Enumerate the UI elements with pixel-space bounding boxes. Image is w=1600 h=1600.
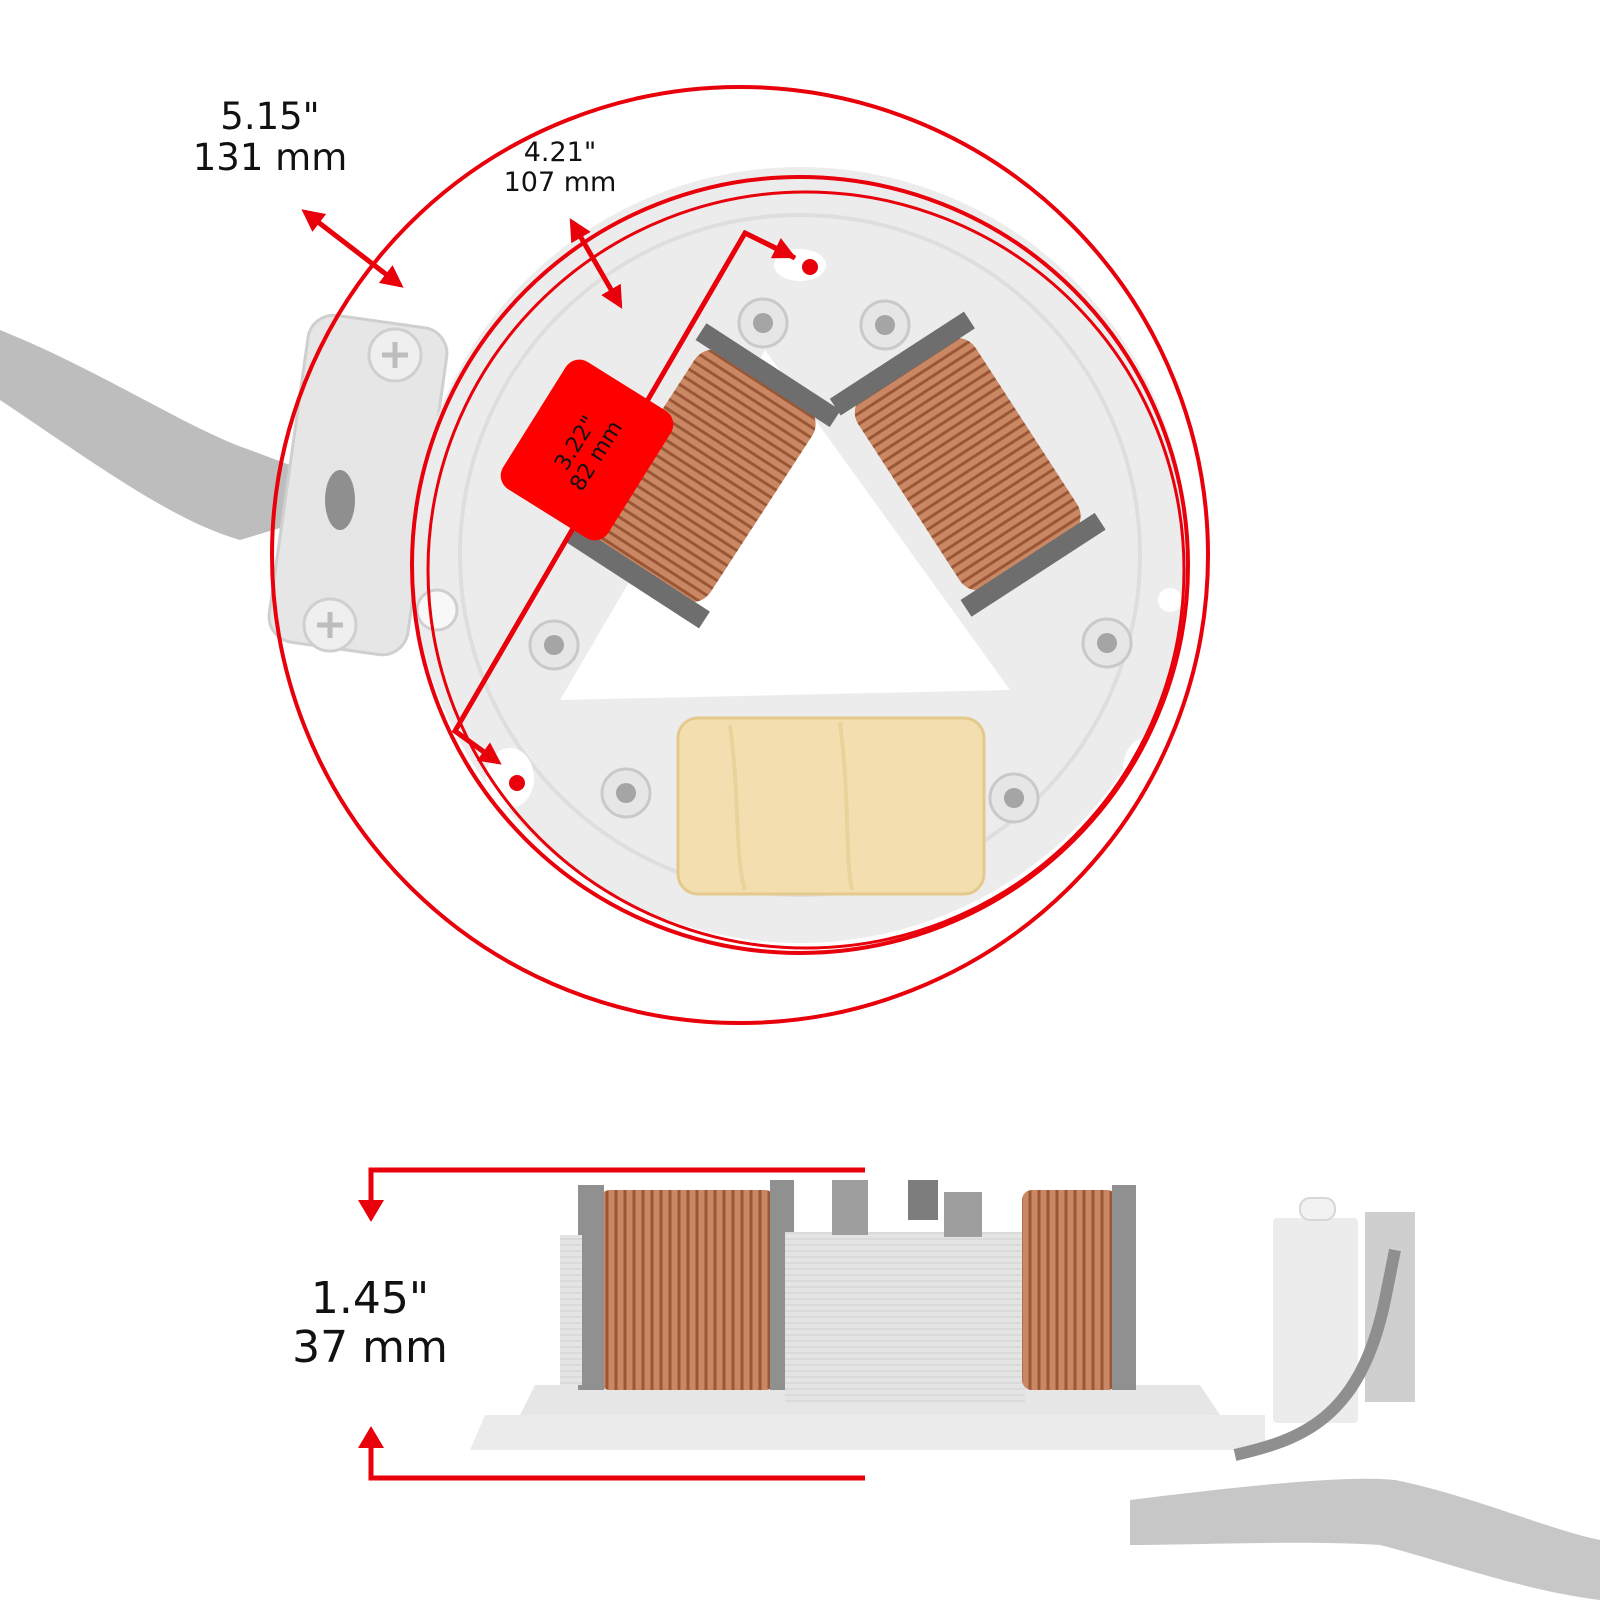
hole-marker-top	[802, 259, 818, 275]
mounting-ring-inches: 4.21"	[523, 137, 597, 168]
mounting-ring-label: 4.21" 107 mm	[490, 137, 630, 199]
dimension-annotations-top	[270, 85, 1210, 1025]
round-hole-right	[1158, 588, 1182, 612]
outer-diameter-inches: 5.15"	[220, 95, 320, 138]
height-label: 1.45" 37 mm	[270, 1274, 470, 1373]
side-cable-bracket	[1273, 1218, 1358, 1423]
outer-diameter-arrow	[301, 209, 404, 288]
wire-harness-cable	[0, 330, 290, 540]
mounting-ring-circle	[410, 175, 1190, 955]
coil-upper-right	[829, 311, 1106, 617]
slot-hole-right	[1123, 738, 1167, 802]
round-hole-left	[415, 588, 459, 632]
height-inches: 1.45"	[310, 1273, 430, 1324]
height-arrow-down	[358, 1200, 384, 1222]
height-dimension-bracket	[368, 1167, 865, 1481]
side-base-flange	[470, 1415, 1265, 1450]
outer-diameter-label: 5.15" 131 mm	[180, 96, 360, 179]
outer-diameter-mm: 131 mm	[192, 136, 348, 180]
height-arrow-up	[358, 1426, 384, 1448]
side-coil-right	[1022, 1190, 1117, 1390]
outer-diameter-circle	[270, 85, 1210, 1025]
side-coil-left	[600, 1190, 775, 1390]
stator-side-view	[470, 1180, 1600, 1600]
mounting-ring-arrow	[569, 218, 623, 309]
coil-bottom-insulated	[676, 716, 986, 896]
center-opening	[560, 350, 1010, 700]
side-cable	[1130, 1478, 1600, 1600]
coil-upper-left	[564, 323, 841, 629]
hole-marker-bottom	[509, 775, 525, 791]
inner-ring-circle	[426, 190, 1186, 950]
side-lamination-stack	[785, 1232, 1025, 1402]
height-mm: 37 mm	[292, 1322, 448, 1374]
stator-top-view	[0, 167, 1188, 943]
mounting-ring-mm: 107 mm	[503, 167, 617, 199]
